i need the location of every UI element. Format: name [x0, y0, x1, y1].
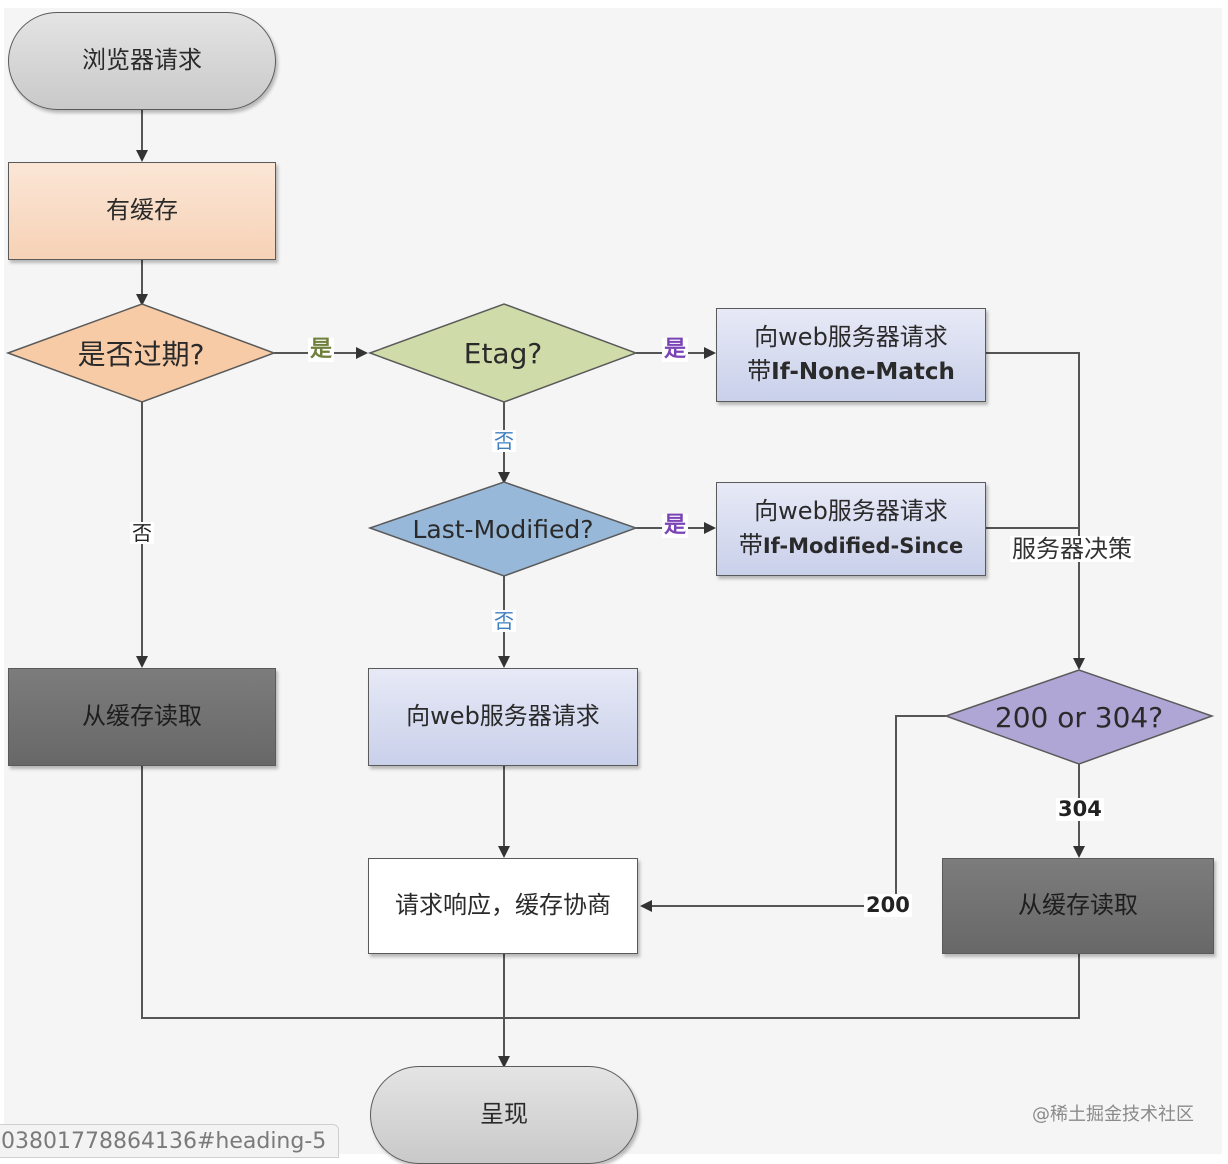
- read-cache-right-label: 从缓存读取: [1018, 891, 1138, 920]
- read-cache-left-label: 从缓存读取: [82, 702, 202, 731]
- connector-layer: [5, 110, 1215, 1068]
- flowchart-canvas: 浏览器请求 有缓存 是否过期? Etag? Last-Modified? 200…: [4, 8, 1222, 1164]
- start-terminal: 浏览器请求: [8, 12, 276, 110]
- edge-inm-to-decision: [986, 352, 1085, 670]
- last-modified-diamond-shape: [367, 481, 639, 577]
- edge-200: [640, 715, 946, 912]
- if-none-match-header: If-None-Match: [771, 359, 955, 385]
- last-modified-no-label: 否: [492, 609, 516, 633]
- has-cache-box: 有缓存: [8, 162, 276, 260]
- expired-no-label: 否: [130, 521, 154, 545]
- response-negotiate-box: 请求响应，缓存协商: [368, 858, 638, 954]
- read-cache-left-box: 从缓存读取: [8, 668, 276, 766]
- start-label: 浏览器请求: [82, 46, 202, 75]
- has-cache-label: 有缓存: [106, 196, 178, 225]
- web-request-box: 向web服务器请求: [368, 668, 638, 766]
- edge-left-cache-to-bottom: [141, 766, 1080, 1019]
- link-url-tooltip: 03801778864136#heading-5: [0, 1124, 340, 1158]
- render-label: 呈现: [480, 1100, 528, 1129]
- if-none-match-line1: 向web服务器请求: [754, 323, 948, 352]
- with-prefix: 带: [747, 357, 772, 385]
- watermark: @稀土掘金技术社区: [1032, 1104, 1194, 1125]
- status-diamond-shape: [943, 669, 1215, 765]
- if-none-match-box: 向web服务器请求 带If-None-Match: [716, 308, 986, 402]
- render-terminal: 呈现: [370, 1066, 638, 1164]
- code-200-label: 200: [864, 893, 912, 918]
- web-request-label: 向web服务器请求: [406, 702, 600, 731]
- expired-diamond-shape: [5, 303, 277, 403]
- with-prefix: 带: [738, 531, 763, 559]
- last-modified-yes-label: 是: [662, 513, 689, 539]
- server-decision-label: 服务器决策: [1010, 535, 1134, 563]
- if-modified-since-box: 向web服务器请求 带If-Modified-Since: [716, 482, 986, 576]
- if-modified-since-line1: 向web服务器请求: [754, 497, 948, 526]
- etag-yes-label: 是: [662, 337, 689, 363]
- etag-no-label: 否: [492, 429, 516, 453]
- response-negotiate-label: 请求响应，缓存协商: [395, 891, 611, 920]
- etag-diamond-shape: [367, 303, 639, 403]
- read-cache-right-box: 从缓存读取: [942, 858, 1214, 954]
- code-304-label: 304: [1056, 797, 1104, 822]
- if-modified-since-header: If-Modified-Since: [762, 534, 964, 558]
- if-none-match-line2: 带If-None-Match: [747, 355, 955, 389]
- expired-yes-label: 是: [308, 337, 335, 363]
- if-modified-since-line2: 带If-Modified-Since: [739, 529, 963, 563]
